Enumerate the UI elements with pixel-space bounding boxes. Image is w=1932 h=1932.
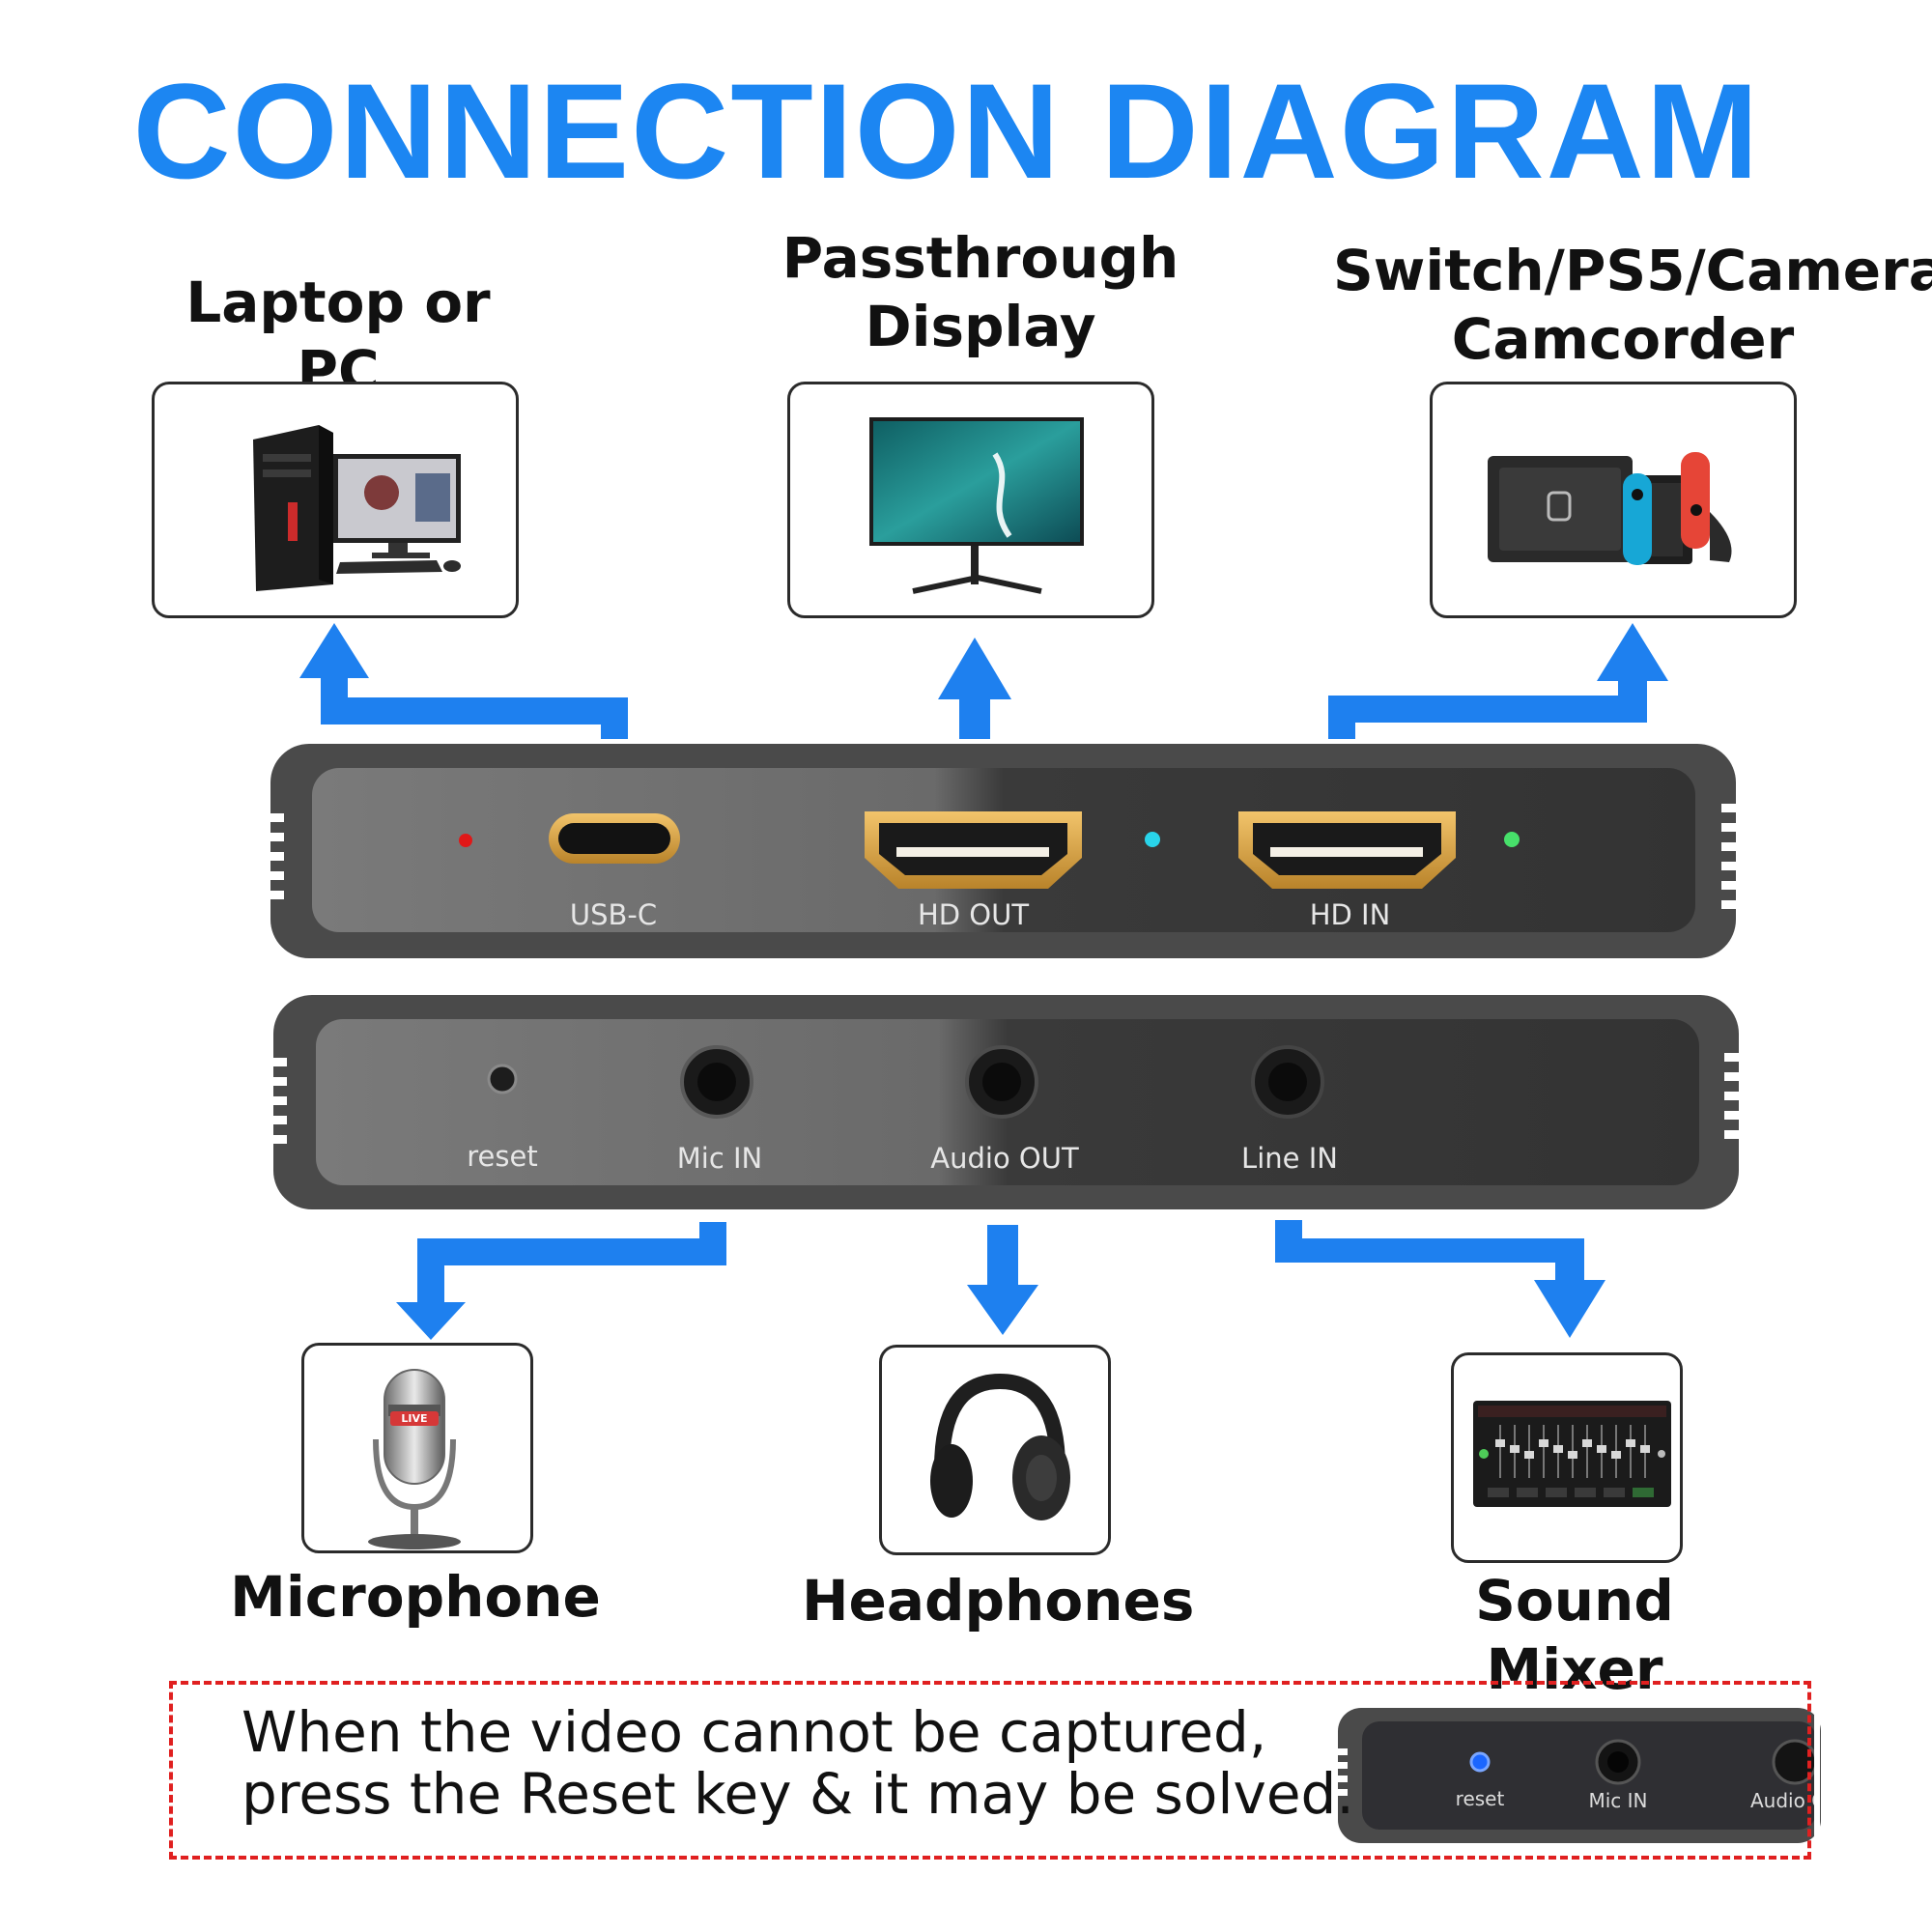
mixer-fader-knob: [1495, 1439, 1505, 1447]
label-microphone: Microphone: [230, 1564, 601, 1630]
mixer-fader-knob: [1568, 1451, 1577, 1459]
live-badge-text: LIVE: [401, 1412, 428, 1425]
mixer-fader-knob: [1611, 1451, 1621, 1459]
reset-led-blue: [1469, 1751, 1491, 1773]
mixer-fader-track: [1586, 1425, 1588, 1478]
mixer-buttons: [1488, 1488, 1654, 1497]
arrow-headphones-down: [967, 1225, 1038, 1335]
port-label-usbc: USB-C: [569, 898, 658, 931]
port-label-audio-out: Audio OUT: [930, 1142, 1079, 1175]
label-switch-line1: Switch/PS5/Camera: [1333, 238, 1932, 303]
reset-note-box: [169, 1681, 1811, 1860]
desktop-pc-icon: [253, 425, 461, 591]
inset-label-mic-in: Mic IN: [1588, 1789, 1648, 1812]
led-red: [459, 834, 472, 847]
arrow-mixer-down: [1275, 1220, 1605, 1338]
label-switch-line2: Camcorder: [1451, 305, 1795, 372]
arrow-mic-down: [396, 1222, 726, 1340]
top-panel: [267, 744, 1739, 958]
arrows-bottom: [396, 1220, 1605, 1340]
mixer-preset-button: [1546, 1488, 1567, 1497]
mixer-fader-track: [1499, 1425, 1501, 1478]
reset-hole: [487, 1064, 518, 1094]
mixer-fader-knob: [1510, 1445, 1520, 1453]
arrow-hdin-to-console: [1328, 623, 1668, 739]
mixer-fader-knob: [1640, 1445, 1650, 1453]
label-passthrough-line1: Passthrough: [781, 225, 1179, 291]
mixer-preset-button: [1633, 1488, 1654, 1497]
microphone-icon: [368, 1369, 461, 1549]
mixer-fader-knob: [1597, 1445, 1606, 1453]
note-inset-panel: [1334, 1708, 1821, 1843]
live-badge: [390, 1411, 439, 1426]
port-label-hdin: HD IN: [1309, 898, 1391, 931]
label-switch-camera: Switch/PS5/Camera Camcorder: [1333, 237, 1932, 374]
game-console-icon: [1488, 452, 1732, 565]
mixer-fader-knob: [1582, 1439, 1592, 1447]
label-passthrough-display: Passthrough Display: [753, 224, 1208, 361]
label-passthrough-line2: Display: [865, 293, 1096, 359]
inset-label-audio-out: Audio OUT: [1750, 1789, 1814, 1812]
mixer-fader-knob: [1539, 1439, 1548, 1447]
mixer-fader-knob: [1553, 1445, 1563, 1453]
mixer-faders: [1495, 1425, 1650, 1478]
mixer-fader-knob: [1524, 1451, 1534, 1459]
port-label-reset: reset: [467, 1140, 538, 1173]
monitor-icon: [869, 417, 1084, 594]
mixer-fader-track: [1630, 1425, 1632, 1478]
label-laptop-pc: Laptop or PC: [185, 270, 491, 404]
port-label-line-in: Line IN: [1241, 1142, 1338, 1175]
mixer-preset-button: [1517, 1488, 1538, 1497]
mixer-preset-button: [1575, 1488, 1596, 1497]
mixer-preset-button: [1604, 1488, 1625, 1497]
reset-note-line2: press the Reset key & it may be solved.: [242, 1760, 1354, 1827]
arrow-hdout-to-display: [938, 638, 1011, 739]
label-sound-mixer: Sound Mixer: [1475, 1568, 1674, 1702]
headphones-icon: [930, 1373, 1070, 1520]
arrows-top: [299, 623, 1668, 739]
diagram-title: CONNECTION DIAGRAM: [132, 55, 1761, 207]
reset-note-line1: When the video cannot be captured,: [242, 1699, 1267, 1765]
label-headphones: Headphones: [802, 1568, 1195, 1634]
led-green: [1504, 832, 1520, 847]
reset-note-text: When the video cannot be captured, press…: [242, 1699, 1354, 1827]
arrow-usbc-to-pc: [299, 623, 628, 739]
mixer-preset-button: [1488, 1488, 1509, 1497]
inset-label-reset: reset: [1455, 1787, 1505, 1810]
led-cyan: [1145, 832, 1160, 847]
mixer-fader-track: [1543, 1425, 1545, 1478]
port-label-hdout: HD OUT: [917, 898, 1030, 931]
mixer-fader-knob: [1626, 1439, 1635, 1447]
bottom-panel: [270, 995, 1742, 1209]
port-label-mic-in: Mic IN: [676, 1142, 763, 1175]
